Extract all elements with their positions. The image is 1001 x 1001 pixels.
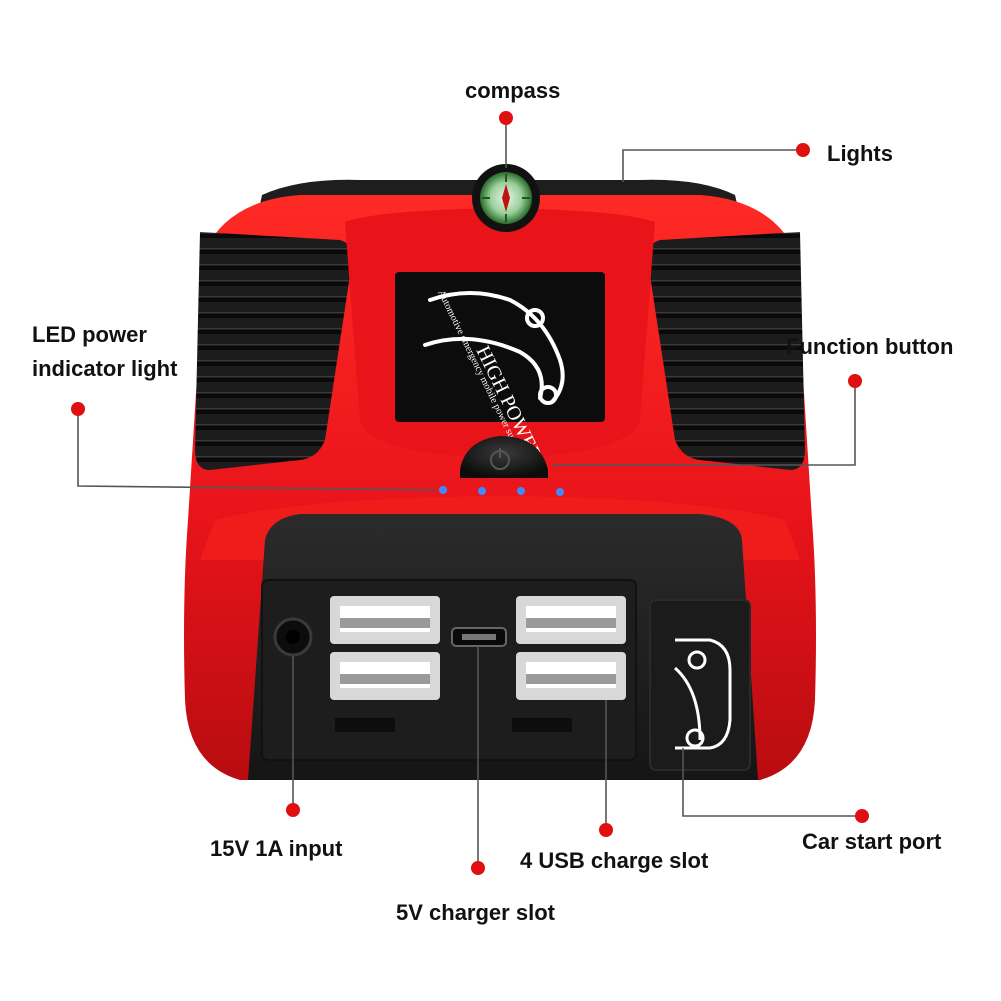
usb-port-icon-right[interactable] xyxy=(516,596,626,700)
callout-led-line2: indicator light xyxy=(32,356,178,382)
leader-lines xyxy=(77,118,862,866)
power-icon[interactable] xyxy=(460,436,548,478)
brand-label-panel xyxy=(395,272,605,422)
car-icon[interactable] xyxy=(649,599,751,771)
callout-lights: Lights xyxy=(827,141,893,166)
compass-icon xyxy=(472,164,540,232)
label-car-graphic xyxy=(423,291,565,405)
callout-function-button: Function button xyxy=(786,334,954,359)
left-grip xyxy=(195,232,353,470)
device-body: HIGH POWER Automotive emergency mobile p… xyxy=(184,164,816,780)
led-indicators xyxy=(439,486,564,496)
callout-compass: compass xyxy=(465,78,561,103)
callout-usb-slot: 4 USB charge slot xyxy=(520,848,709,873)
callout-car-start: Car start port xyxy=(802,829,942,854)
callout-led-line1: LED power xyxy=(32,322,147,347)
usb-port-icon[interactable] xyxy=(330,596,440,700)
callout-markers xyxy=(71,111,869,875)
micro-usb-icon[interactable] xyxy=(451,627,507,647)
callout-led-indicator: LED power indicator light xyxy=(32,318,177,386)
dc-jack-icon[interactable] xyxy=(273,617,313,657)
callout-charger-slot: 5V charger slot xyxy=(396,900,555,925)
right-grip xyxy=(647,232,805,470)
callout-input: 15V 1A input xyxy=(210,836,343,861)
